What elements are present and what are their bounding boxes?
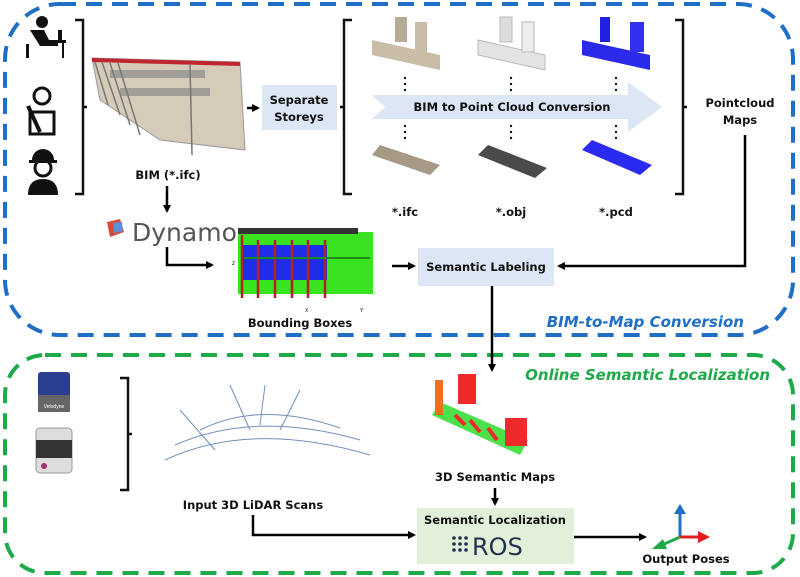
storey-ifc-images [372, 17, 440, 175]
bounding-boxes-image: Z X Y [232, 228, 373, 314]
bounding-boxes-label: Bounding Boxes [248, 316, 353, 330]
svg-text:Separate: Separate [270, 93, 329, 107]
svg-text:BIM to Point Cloud Conversion: BIM to Point Cloud Conversion [414, 100, 611, 114]
svg-text:Velodyne: Velodyne [44, 404, 65, 410]
svg-text:Storeys: Storeys [274, 110, 324, 124]
bim-to-map-title: BIM-to-Map Conversion [547, 313, 744, 331]
svg-text:Maps: Maps [723, 113, 757, 127]
format-ifc: *.ifc [392, 205, 418, 219]
output-poses-label: Output Poses [642, 552, 729, 566]
storeys-bracket [340, 18, 352, 196]
pose-axes-icon [652, 504, 710, 549]
separate-storeys-box [262, 85, 337, 130]
ros-logo-icon [452, 536, 468, 552]
dynamo-logo-icon [107, 219, 124, 237]
lidar-scan-image [164, 384, 371, 461]
svg-text:Pointcloud: Pointcloud [705, 96, 774, 110]
svg-text:Semantic Labeling: Semantic Labeling [426, 260, 546, 274]
construction-worker-icon [26, 86, 56, 136]
ros-label: ROS [472, 533, 523, 561]
bim-label: BIM (*.ifc) [135, 168, 200, 182]
svg-text:Z: Z [232, 261, 235, 267]
lidar-scans-label: Input 3D LiDAR Scans [183, 498, 324, 512]
svg-text:Y: Y [360, 308, 364, 314]
semantic-localization-box [417, 508, 574, 564]
velodyne-lidar-image: Velodyne [38, 372, 70, 412]
sensor-bracket [120, 376, 132, 492]
online-localization-title: Online Semantic Localization [525, 366, 770, 384]
storey-obj-images [477, 16, 547, 178]
maps-bracket [675, 18, 687, 196]
format-obj: *.obj [496, 205, 526, 219]
svg-text:X: X [305, 308, 309, 314]
storey-pcd-images [582, 17, 652, 175]
semantic-maps-label: 3D Semantic Maps [435, 470, 555, 484]
format-pcd: *.pcd [599, 205, 633, 219]
semantic-map-image [432, 374, 528, 455]
bim-model-image [91, 57, 246, 156]
engineer-icon [28, 149, 58, 195]
bim-to-pointcloud-arrow [372, 82, 662, 132]
online-localization-region [3, 353, 795, 575]
bim-to-map-region [3, 2, 795, 337]
stakeholder-bracket [75, 18, 87, 196]
office-worker-icon [26, 16, 66, 58]
dynamo-label: Dynamo [132, 218, 237, 247]
svg-text:Semantic Localization: Semantic Localization [424, 513, 566, 527]
semantic-labeling-box [418, 248, 554, 286]
ouster-lidar-image [35, 427, 73, 474]
ellipsis-dots [403, 76, 618, 140]
